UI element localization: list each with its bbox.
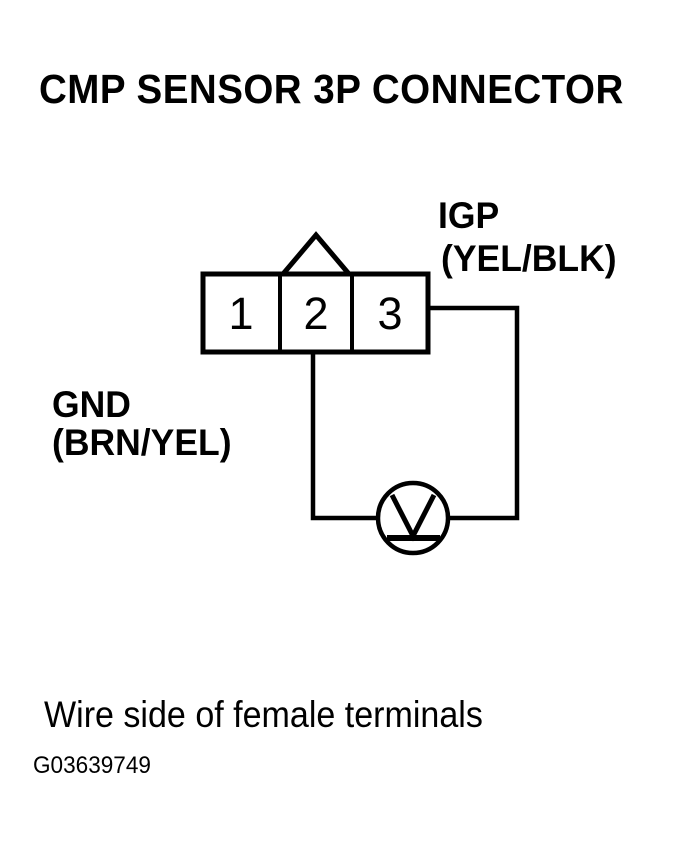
figure-caption: Wire side of female terminals <box>44 694 483 735</box>
pin2-wire-color-label: (BRN/YEL) <box>52 422 232 463</box>
connector-locking-tab-icon <box>281 231 351 276</box>
pin3-signal-label: IGP <box>438 195 500 236</box>
pin-number-2: 2 <box>303 288 328 339</box>
wire-pin3-to-voltmeter <box>425 305 520 521</box>
voltmeter-icon <box>375 480 451 556</box>
connector-body <box>200 271 431 355</box>
pin2-signal-label: GND <box>52 384 131 425</box>
pin3-wire-color-label: (YEL/BLK) <box>441 238 617 279</box>
pin-number-3: 3 <box>377 288 402 339</box>
wire-pin2-to-voltmeter <box>310 349 382 521</box>
figure-id-code: G03639749 <box>33 752 151 779</box>
page-title: CMP SENSOR 3P CONNECTOR <box>39 66 624 112</box>
pin-number-1: 1 <box>228 288 253 339</box>
